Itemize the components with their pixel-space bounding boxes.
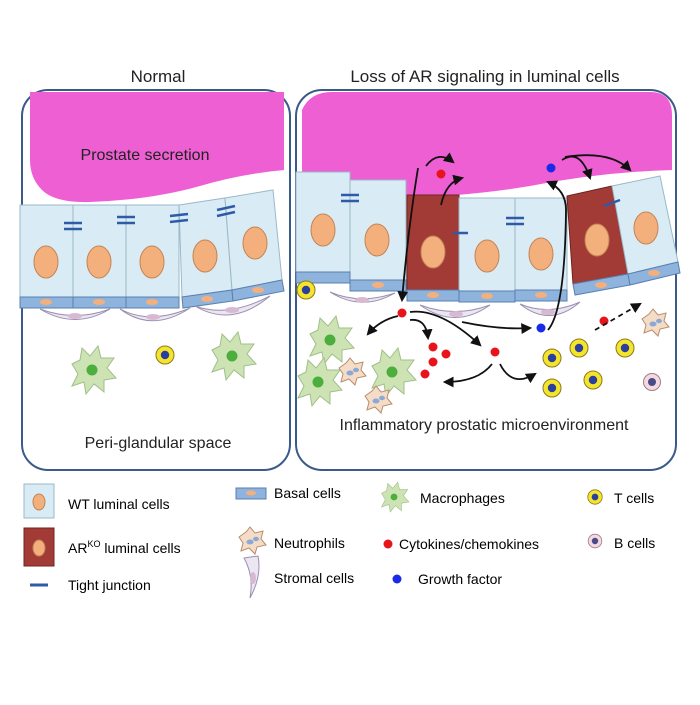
wt-luminal-nucleus — [528, 237, 554, 271]
legend-growth-factor-label: Growth factor — [418, 571, 502, 587]
stromal-cell — [194, 295, 271, 316]
legend-t-cell-swatch — [587, 489, 603, 505]
legend-t-cell-label: T cells — [614, 490, 654, 506]
growth-factor-dot — [546, 163, 556, 173]
loss-stromal-cells — [329, 291, 581, 318]
normal-secretion-label: Prostate secretion — [81, 147, 210, 164]
growth-factors — [536, 163, 556, 333]
normal-luminal-cells — [19, 189, 283, 298]
cytokine-dot — [441, 349, 451, 359]
arrow — [397, 167, 419, 303]
wt-luminal-nucleus — [33, 245, 59, 279]
cytokine-dot — [490, 347, 500, 357]
arrow — [440, 174, 465, 206]
wt-luminal-nucleus — [242, 226, 268, 260]
tight-junctions — [341, 193, 621, 235]
t-cell — [615, 338, 635, 358]
t-cell — [583, 370, 603, 390]
stromal-cell — [519, 301, 581, 316]
normal-secretion — [30, 92, 284, 203]
loss-space-label: Inflammatory prostatic microenvironment — [340, 417, 630, 434]
t-cell — [542, 348, 562, 368]
normal-basal-cells — [19, 279, 285, 309]
arrow — [499, 363, 537, 384]
wt-luminal-nucleus — [364, 223, 390, 257]
legend-b-cell-label: B cells — [614, 535, 655, 551]
t-cell — [155, 345, 175, 365]
arrow — [442, 363, 493, 388]
tight-junctions — [64, 204, 236, 231]
arrow — [564, 154, 632, 172]
arrow — [461, 321, 533, 334]
loss-title: Loss of AR signaling in luminal cells — [350, 67, 619, 86]
arrow — [409, 310, 482, 347]
legend-neutrophil-swatch — [238, 526, 267, 555]
signaling-arrows — [366, 152, 642, 388]
ar-ko-nucleus — [420, 235, 446, 269]
normal-space-label: Peri-glandular space — [85, 435, 232, 452]
legend: WT luminal cells ARKO luminal cells Tigh… — [23, 481, 655, 599]
normal-stromal-cells — [39, 295, 271, 322]
cytokine-dot — [428, 357, 438, 367]
legend-macrophage-label: Macrophages — [420, 490, 505, 506]
cytokines — [397, 169, 609, 379]
legend-wt-luminal-label: WT luminal cells — [68, 496, 170, 512]
wt-luminal-nucleus — [474, 239, 500, 273]
legend-tight-junction-label: Tight junction — [68, 577, 151, 593]
stromal-cell — [329, 291, 396, 303]
stromal-cell — [39, 308, 111, 320]
arrow — [409, 318, 433, 341]
legend-growth-factor-swatch — [392, 574, 402, 584]
arrow — [425, 152, 455, 167]
cytokine-dot — [420, 369, 430, 379]
stromal-cell — [419, 304, 491, 318]
legend-neutrophil-label: Neutrophils — [274, 535, 345, 551]
t-cell — [542, 378, 562, 398]
loss-basal-cells — [295, 261, 681, 303]
loss-luminal-cells — [295, 171, 679, 292]
wt-luminal-nucleus — [139, 245, 165, 279]
wt-luminal-nucleus — [633, 211, 659, 245]
cytokine-dot — [428, 342, 438, 352]
legend-ar-ko-label: ARKO luminal cells — [68, 539, 181, 556]
t-cell — [296, 280, 316, 300]
cytokine-dot — [436, 169, 446, 179]
growth-factor-dot — [536, 323, 546, 333]
legend-cytokine-swatch — [383, 539, 393, 549]
arrow — [546, 180, 567, 331]
wt-luminal-nucleus — [86, 245, 112, 279]
legend-basal-label: Basal cells — [274, 485, 341, 501]
loss-secretion — [302, 92, 672, 199]
ar-ko-nucleus — [584, 223, 610, 257]
legend-stromal-label: Stromal cells — [274, 570, 354, 586]
wt-luminal-nucleus — [192, 239, 218, 273]
t-cell — [569, 338, 589, 358]
normal-title: Normal — [131, 67, 186, 86]
stromal-cell — [119, 307, 191, 322]
arrow — [366, 315, 399, 336]
legend-cytokine-label: Cytokines/chemokines — [399, 536, 539, 552]
legend-b-cell-swatch — [587, 533, 603, 549]
arrow — [561, 155, 593, 181]
cytokine-dot — [397, 308, 407, 318]
b-cell — [643, 373, 661, 391]
wt-luminal-nucleus — [310, 213, 336, 247]
basal-cell — [295, 271, 351, 284]
legend-macrophage-swatch — [381, 481, 410, 513]
